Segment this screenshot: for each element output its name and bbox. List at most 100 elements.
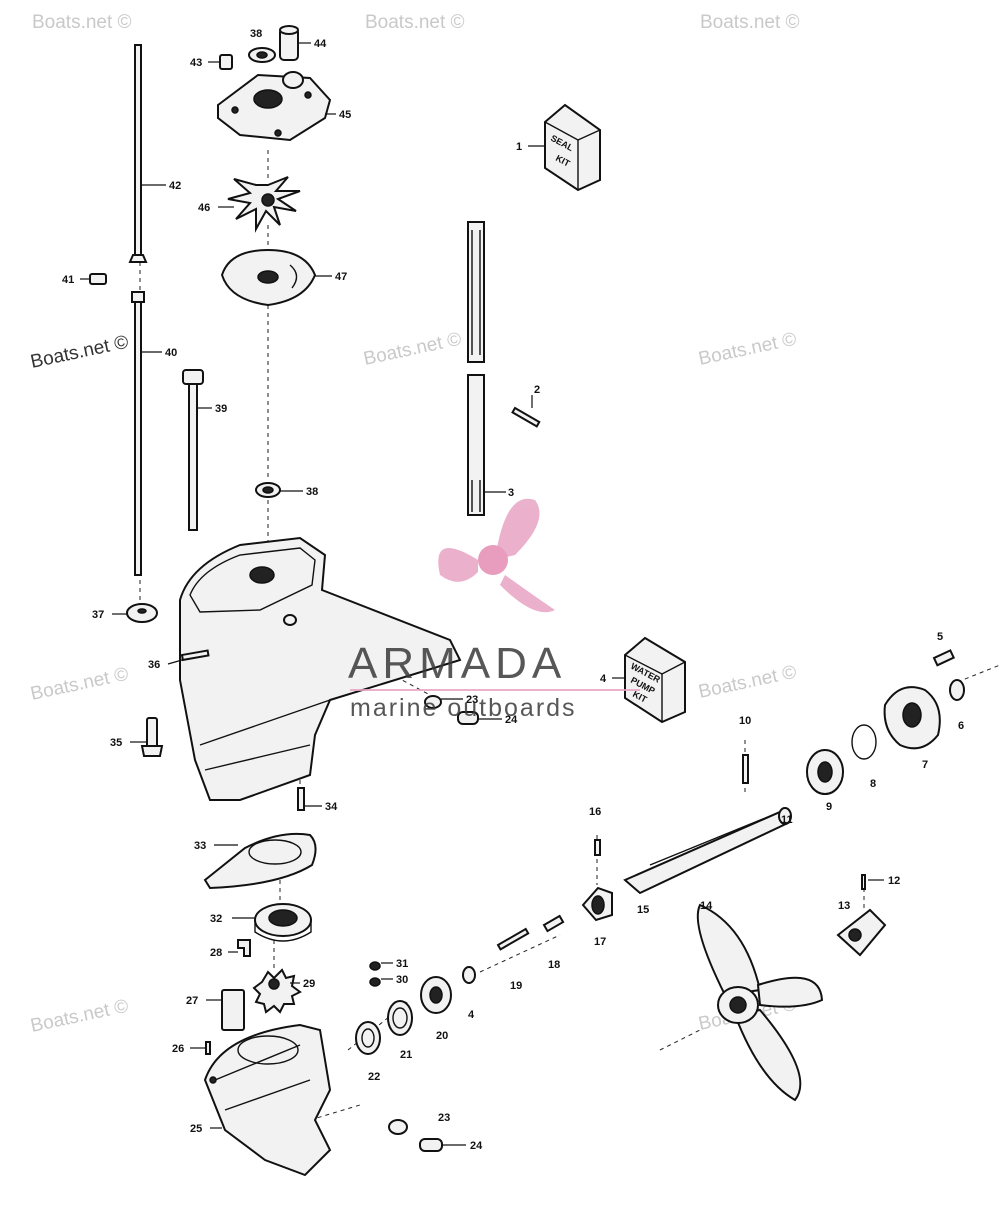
callout-25: 25 bbox=[190, 1123, 202, 1135]
callout-23b: 23 bbox=[438, 1112, 450, 1124]
bearing-21 bbox=[387, 1000, 413, 1036]
callout-31: 31 bbox=[396, 958, 408, 970]
callout-13: 13 bbox=[838, 900, 850, 912]
ball-30 bbox=[369, 977, 381, 987]
callout-38-lower: 38 bbox=[306, 486, 318, 498]
callout-30: 30 bbox=[396, 974, 408, 986]
callout-12: 12 bbox=[888, 875, 900, 887]
brand-tagline: marine outboards bbox=[350, 694, 577, 722]
o-ring-8 bbox=[851, 724, 877, 760]
screw-41 bbox=[89, 273, 107, 285]
pin-19 bbox=[496, 927, 530, 951]
shaft-upper bbox=[467, 221, 485, 363]
callout-42: 42 bbox=[169, 180, 181, 192]
seal-6 bbox=[949, 679, 965, 701]
callout-34: 34 bbox=[325, 801, 338, 813]
propeller-logo-blade bbox=[438, 548, 478, 582]
watermark-text: Boats.net © bbox=[32, 12, 132, 33]
propeller-logo-hub bbox=[478, 545, 508, 575]
water-pump-stack bbox=[217, 25, 332, 307]
screw-43 bbox=[219, 54, 233, 70]
drive-shaft bbox=[467, 221, 541, 516]
callout-3: 3 bbox=[508, 487, 514, 499]
bearing-32 bbox=[254, 903, 312, 942]
water-pump-kit-box-4: WATER PUMP KIT bbox=[624, 636, 686, 724]
callout-41: 41 bbox=[62, 274, 74, 286]
callout-17: 17 bbox=[594, 936, 606, 948]
callout-39: 39 bbox=[215, 403, 227, 415]
callout-11: 11 bbox=[781, 814, 793, 826]
shaft-lower-3 bbox=[467, 374, 485, 516]
callout-36: 36 bbox=[148, 659, 160, 671]
callout-32: 32 bbox=[210, 913, 222, 925]
callout-4-washer: 4 bbox=[468, 1009, 475, 1021]
callout-5: 5 bbox=[937, 631, 943, 643]
callout-23a: 23 bbox=[466, 694, 478, 706]
callout-37: 37 bbox=[92, 609, 104, 621]
impeller-46 bbox=[227, 176, 301, 233]
washer-23a bbox=[424, 695, 442, 709]
bearing-carrier-7 bbox=[883, 686, 941, 750]
screw-24a bbox=[457, 711, 479, 725]
rod-40 bbox=[134, 294, 142, 576]
callout-46: 46 bbox=[198, 202, 210, 214]
callout-20: 20 bbox=[436, 1030, 448, 1042]
bracket-27 bbox=[221, 989, 245, 1031]
callout-1: 1 bbox=[516, 141, 522, 153]
prop-shaft-15 bbox=[623, 810, 792, 895]
watermark-text: Boats.net © bbox=[697, 329, 799, 370]
gasket-33 bbox=[203, 832, 317, 890]
callout-45: 45 bbox=[339, 109, 351, 121]
callout-29: 29 bbox=[303, 978, 315, 990]
propeller-14 bbox=[696, 903, 824, 1102]
pinion-29 bbox=[252, 968, 302, 1014]
pin-16 bbox=[594, 839, 601, 856]
callout-26: 26 bbox=[172, 1043, 184, 1055]
gear-9 bbox=[806, 749, 844, 795]
gear-20 bbox=[420, 976, 452, 1014]
washer-4 bbox=[462, 966, 476, 984]
callout-35: 35 bbox=[110, 737, 122, 749]
shift-rod-42 bbox=[134, 44, 142, 261]
armada-logo: ARMADA marine outboards bbox=[348, 498, 640, 722]
callout-40: 40 bbox=[165, 347, 177, 359]
clip-28 bbox=[237, 939, 251, 957]
watermark-text: Boats.net © bbox=[29, 332, 131, 373]
watermark-text: Boats.net © bbox=[365, 12, 465, 33]
callout-14: 14 bbox=[700, 900, 713, 912]
watermark-text: Boats.net © bbox=[362, 329, 464, 370]
callout-44: 44 bbox=[314, 38, 327, 50]
washer-11 bbox=[778, 807, 792, 825]
callout-33: 33 bbox=[194, 840, 206, 852]
watermark-text: Boats.net © bbox=[700, 12, 800, 33]
propeller-logo-blade bbox=[500, 575, 555, 613]
callout-47: 47 bbox=[335, 271, 347, 283]
washer-23b bbox=[388, 1119, 408, 1135]
ball-31 bbox=[369, 961, 381, 971]
stud-34 bbox=[297, 787, 305, 811]
propeller-logo-blade bbox=[495, 498, 540, 560]
callout-7: 7 bbox=[922, 759, 928, 771]
washer-22 bbox=[355, 1021, 381, 1055]
prop-shaft-assembly bbox=[355, 649, 965, 1152]
lower-gearcase-25 bbox=[203, 1023, 332, 1177]
callout-24b: 24 bbox=[470, 1140, 483, 1152]
brand-wordmark: ARMADA bbox=[348, 639, 566, 688]
callout-21: 21 bbox=[400, 1049, 412, 1061]
pin-26 bbox=[205, 1041, 211, 1055]
spring-18 bbox=[542, 914, 565, 933]
stud-39 bbox=[188, 379, 198, 531]
callout-27: 27 bbox=[186, 995, 198, 1007]
callout-4-kit: 4 bbox=[600, 673, 607, 685]
callout-15: 15 bbox=[637, 904, 649, 916]
watermark-text: Boats.net © bbox=[29, 996, 131, 1037]
cone-nut-13 bbox=[836, 908, 887, 957]
pin-2 bbox=[511, 406, 541, 428]
pin-12 bbox=[861, 874, 866, 890]
pin-36 bbox=[180, 649, 210, 662]
callout-10: 10 bbox=[739, 715, 751, 727]
callout-2: 2 bbox=[534, 384, 540, 396]
watermark-text: Boats.net © bbox=[697, 662, 799, 703]
